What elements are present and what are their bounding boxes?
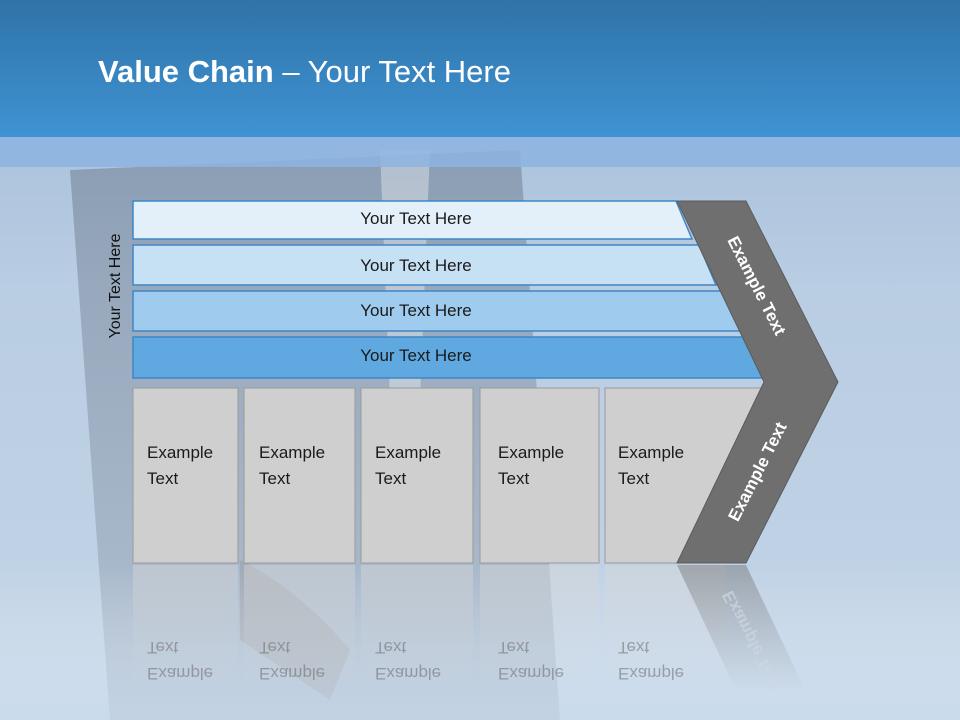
label-line: Example [147,443,214,462]
header-band [0,137,960,167]
margin-arrow [676,200,839,564]
label-line: Text [618,469,650,488]
primary-box-label-reflection: Example Text [498,634,598,686]
title-bold: Value Chain [98,54,274,89]
primary-box-label-reflection: Example Text [618,634,718,686]
box-reflection-3 [361,565,473,685]
label-line: Example [618,664,685,683]
label-line: Text [375,469,407,488]
label-line: Example [498,664,565,683]
label-line: Text [375,638,407,657]
label-line: Example [498,443,565,462]
box-reflection-2 [244,565,355,685]
primary-box-3 [360,387,474,564]
label-line: Text [618,638,650,657]
box-reflection-1 [133,565,238,685]
label-line: Text [259,638,291,657]
primary-box-2 [243,387,356,564]
label-line: Text [259,469,291,488]
header-bar [0,0,960,137]
label-line: Text [147,638,179,657]
support-bar-2 [132,244,718,286]
support-bar-1 [132,200,694,240]
label-line: Text [498,469,530,488]
arrow-reflection [677,565,805,690]
label-line: Text [147,469,179,488]
support-bar-label: Your Text Here [360,209,472,228]
label-line: Example [147,664,214,683]
support-bar-label: Your Text Here [360,346,472,365]
label-line: Text [498,638,530,657]
box-reflection-4 [480,565,599,685]
label-line: Example [259,443,326,462]
slide-title: Value Chain – Your Text Here [98,54,511,90]
support-bar-label: Your Text Here [360,301,472,320]
primary-box-label-reflection: Example Text [147,634,247,686]
primary-box-label-reflection: Example Text [259,634,359,686]
primary-box-1 [132,387,239,564]
primary-box-4 [479,387,600,564]
support-bar-label: Your Text Here [360,256,472,275]
label-line: Example [259,664,326,683]
primary-box-label-reflection: Example Text [375,634,475,686]
title-rest: – Your Text Here [273,54,511,89]
label-line: Example [618,443,685,462]
label-line: Example [375,443,442,462]
label-line: Example [375,664,442,683]
